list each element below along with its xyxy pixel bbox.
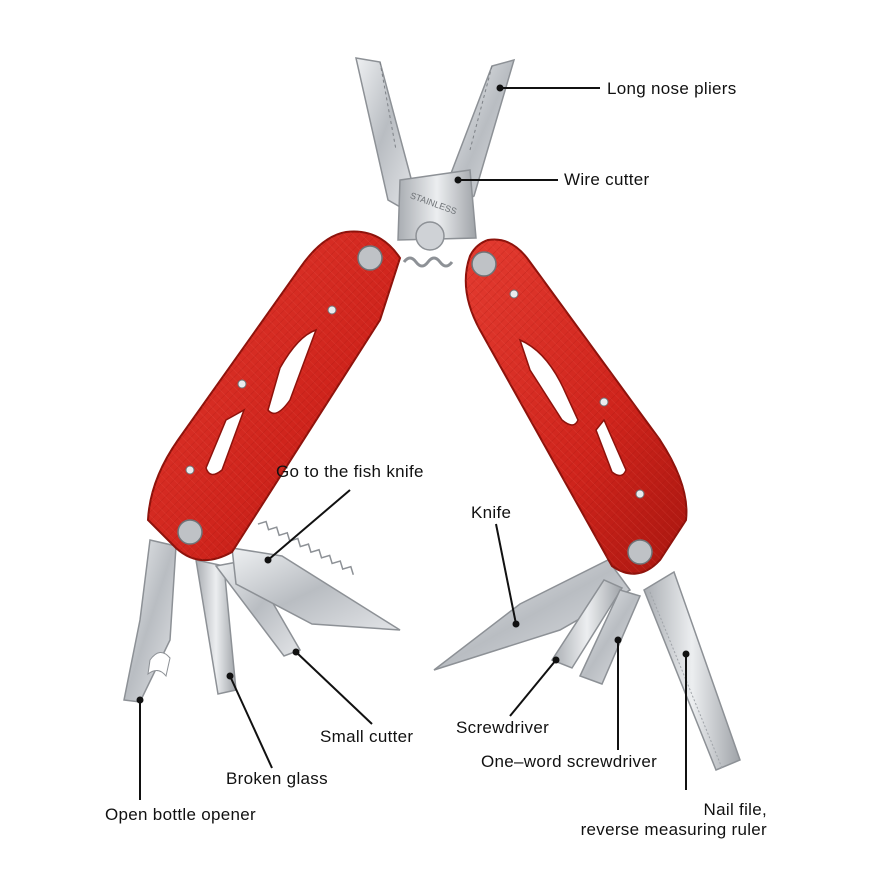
label-nail-file: Nail file, reverse measuring ruler	[580, 800, 767, 839]
label-fish-knife: Go to the fish knife	[276, 462, 424, 481]
label-wire-cutter: Wire cutter	[564, 170, 650, 189]
one-word-screwdriver	[578, 589, 642, 685]
leader-small	[295, 651, 373, 725]
bottle-opener	[123, 539, 177, 703]
leader-broken	[229, 675, 273, 769]
leader-fish	[267, 489, 351, 561]
label-bottle-opener: Open bottle opener	[105, 805, 256, 824]
label-long-nose-pliers: Long nose pliers	[607, 79, 737, 98]
label-broken-glass: Broken glass	[226, 769, 328, 788]
knife-blade	[433, 559, 632, 671]
screwdriver	[550, 579, 624, 669]
long-nose-pliers	[355, 57, 516, 210]
wire-cutter: STAINLESS	[397, 169, 477, 251]
leader-screwdriver	[509, 659, 557, 717]
label-screwdriver: Screwdriver	[456, 718, 550, 737]
label-knife: Knife	[471, 503, 512, 522]
right-handle	[464, 238, 688, 575]
spring	[402, 256, 454, 268]
leader-dots	[136, 84, 690, 704]
label-small-cutter: Small cutter	[320, 727, 414, 746]
label-one-word-screwdriver: One–word screwdriver	[481, 752, 658, 771]
leader-knife	[495, 523, 517, 625]
nail-file	[643, 570, 741, 771]
left-handle	[146, 230, 402, 562]
leader-lines	[139, 87, 687, 800]
